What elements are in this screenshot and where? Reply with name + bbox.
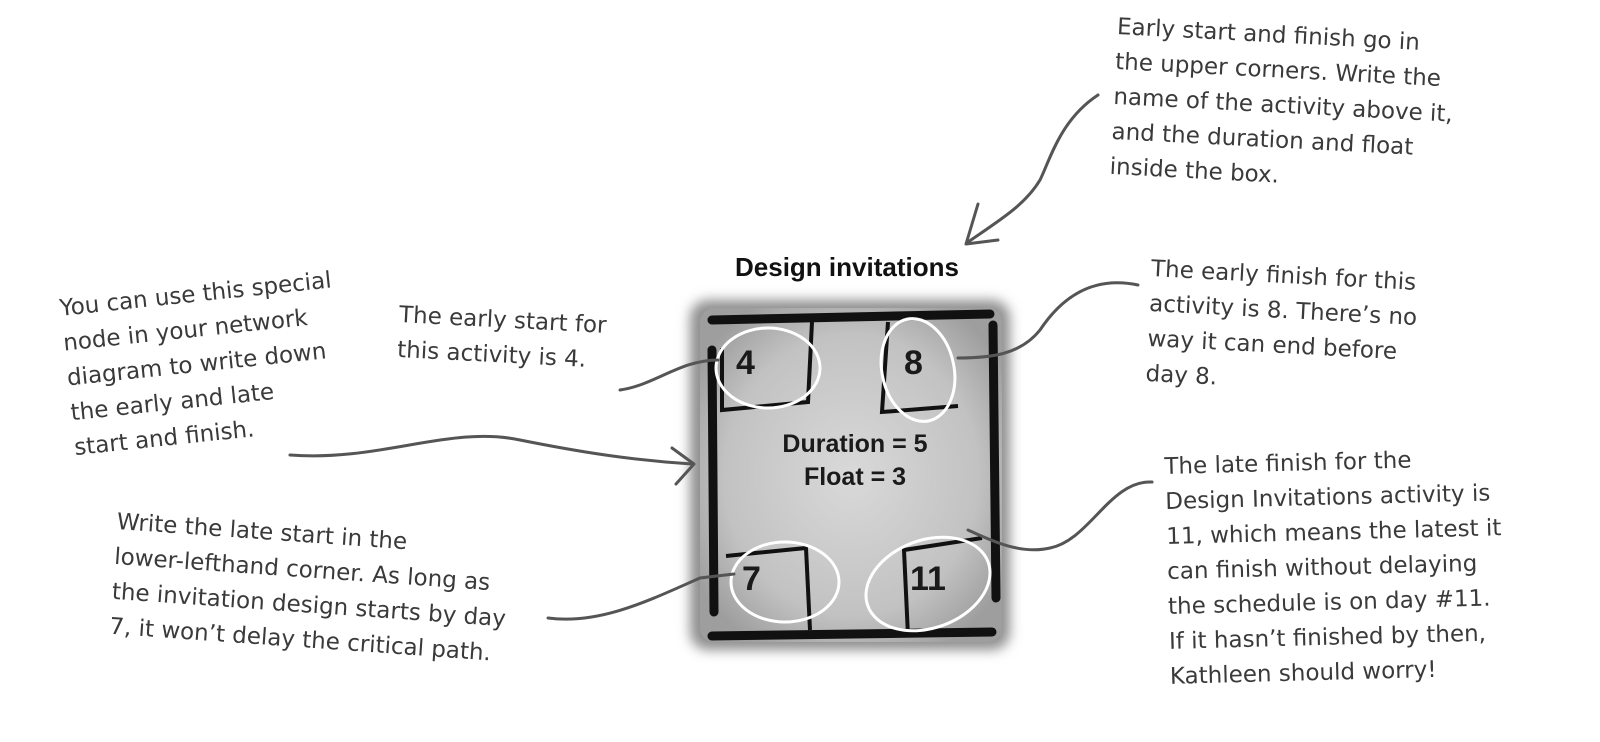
node-center-text: Duration = 5 Float = 3 — [760, 428, 950, 494]
line-late-start — [546, 572, 736, 621]
node-title: Design invitations — [735, 252, 959, 282]
note-special-node: You can use this special node in your ne… — [58, 263, 348, 466]
note-early-start: The early start for this activity is 4. — [396, 298, 608, 379]
duration-label: Duration = 5 — [782, 430, 928, 458]
late-start-circle — [729, 540, 841, 624]
early-start-circle — [714, 326, 822, 410]
early-start-value: 4 — [736, 344, 755, 382]
note-late-finish: The late finish for the Design Invitatio… — [1164, 441, 1505, 695]
arrow-title — [966, 93, 1100, 244]
note-late-start: Write the late start in the lower-leftha… — [108, 505, 512, 672]
float-label: Float = 3 — [803, 463, 907, 491]
early-finish-circle — [879, 317, 957, 423]
line-early-finish — [956, 281, 1140, 360]
late-finish-value: 11 — [910, 560, 946, 598]
note-early-finish: The early finish for this activity is 8.… — [1145, 252, 1420, 406]
activity-node — [690, 300, 1010, 650]
late-start-value: 7 — [742, 560, 761, 598]
late-finish-circle — [864, 535, 992, 633]
note-top-right: Early start and finish go in the upper c… — [1109, 10, 1457, 203]
line-late-finish — [966, 480, 1154, 552]
early-finish-value: 8 — [904, 344, 923, 382]
arrow-special-node — [288, 434, 694, 466]
arrow-special-node-head — [670, 446, 696, 486]
arrow-title-head — [964, 202, 1000, 246]
line-early-start — [618, 358, 720, 392]
